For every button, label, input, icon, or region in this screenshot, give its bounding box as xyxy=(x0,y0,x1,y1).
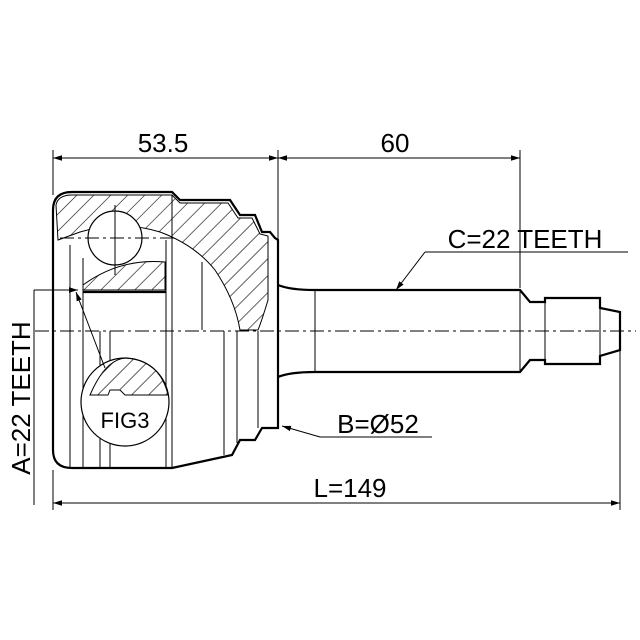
total-length-label: L=149 xyxy=(313,473,386,503)
seal-diameter-label: B=Ø52 xyxy=(337,409,419,439)
inner-spline-callout: A=22 TEETH xyxy=(6,287,78,505)
outer-spline-callout: C=22 TEETH xyxy=(395,224,628,291)
shaft-length-label: 60 xyxy=(381,128,410,158)
seal-diameter-callout: B=Ø52 xyxy=(281,409,432,439)
fig3-detail: FIG3 xyxy=(75,291,170,447)
outer-spline-label: C=22 TEETH xyxy=(448,224,603,254)
dimension-housing-length: 53.5 xyxy=(52,128,279,240)
outer-housing xyxy=(51,190,280,470)
dimension-shaft-length: 60 xyxy=(278,128,521,288)
fig3-label: FIG3 xyxy=(101,408,150,433)
housing-length-label: 53.5 xyxy=(138,128,189,158)
inner-spline-label: A=22 TEETH xyxy=(6,321,36,474)
dimension-total-length: L=149 xyxy=(52,350,621,510)
